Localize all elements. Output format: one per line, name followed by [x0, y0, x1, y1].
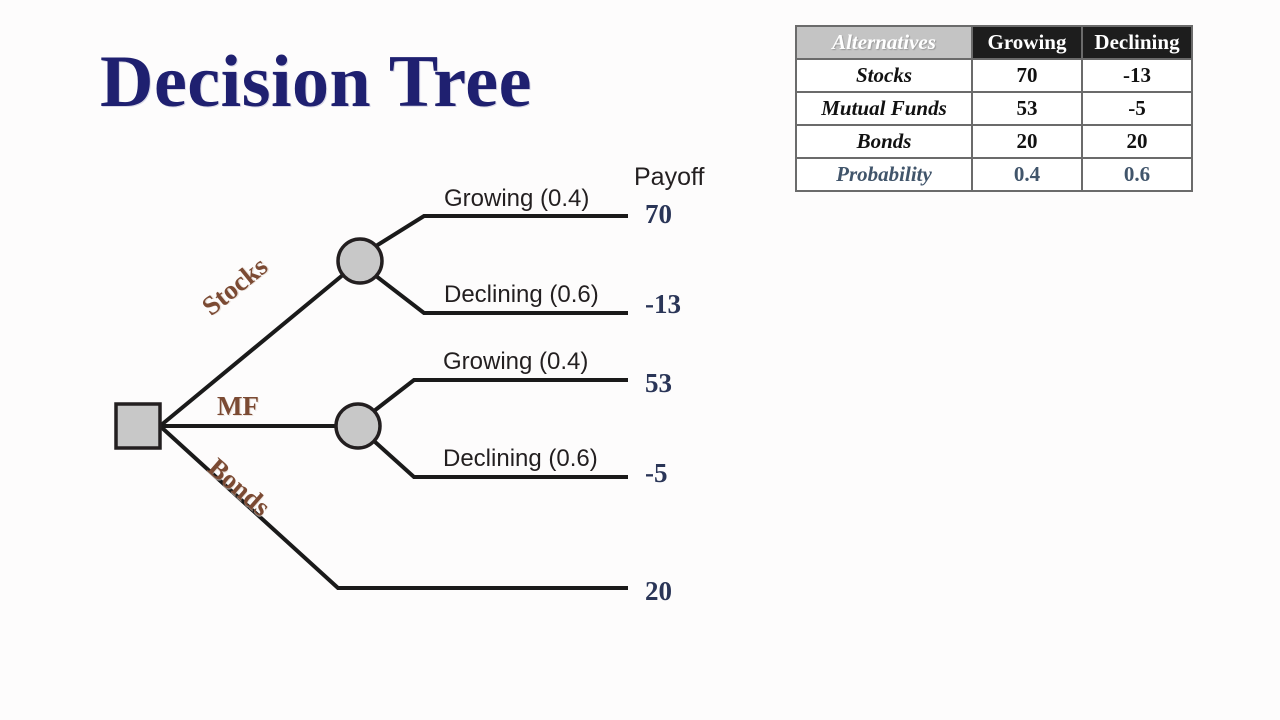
table-row: Bonds 20 20	[795, 124, 1193, 159]
table-cell-alternative: Bonds	[795, 124, 973, 159]
payoff-value-stocks-declining: -13	[645, 289, 681, 319]
outcome-label-stocks-growing: Growing (0.4)	[444, 185, 590, 212]
decision-node[interactable]	[114, 402, 162, 450]
table-cell-growing: 53	[971, 91, 1083, 126]
branch-line-stocks	[158, 272, 346, 428]
payoff-value-mf-growing: 53	[645, 368, 672, 398]
outcome-label-mf-growing: Growing (0.4)	[443, 348, 589, 375]
table-cell-growing: 20	[971, 124, 1083, 159]
payoff-column-header: Payoff	[634, 163, 705, 191]
payoff-value-bonds: 20	[645, 576, 672, 606]
branch-label-mf: MF	[217, 391, 259, 421]
table-cell-alternative: Mutual Funds	[795, 91, 973, 126]
table-cell-declining: 20	[1081, 124, 1193, 159]
table-header-declining: Declining	[1081, 25, 1193, 60]
branch-line-stocks-declining	[374, 274, 628, 315]
table-cell-growing: 70	[971, 58, 1083, 93]
outcome-label-mf-declining: Declining (0.6)	[443, 445, 598, 472]
chance-node-stocks[interactable]	[336, 237, 384, 285]
payoff-value-mf-declining: -5	[645, 458, 668, 488]
outcome-label-stocks-declining: Declining (0.6)	[444, 281, 599, 308]
table-header-alternatives: Alternatives	[795, 25, 973, 60]
table-cell-alternative: Stocks	[795, 58, 973, 93]
branch-line-bonds	[158, 424, 628, 590]
table-header-row: Alternatives Growing Declining	[795, 25, 1193, 60]
table-row: Mutual Funds 53 -5	[795, 91, 1193, 126]
branch-line-mf-growing	[372, 378, 628, 413]
payoff-table: Alternatives Growing Declining Stocks 70…	[795, 25, 1193, 192]
branch-line-stocks-growing	[374, 214, 628, 248]
chance-node-mf[interactable]	[334, 402, 382, 450]
table-cell-growing: 0.4	[971, 157, 1083, 192]
table-header-growing: Growing	[971, 25, 1083, 60]
table-cell-declining: -13	[1081, 58, 1193, 93]
table-cell-declining: -5	[1081, 91, 1193, 126]
table-cell-alternative: Probability	[795, 157, 973, 192]
page-title: Decision Tree	[100, 41, 532, 123]
branch-line-mf-declining	[372, 439, 628, 479]
table-cell-declining: 0.6	[1081, 157, 1193, 192]
table-row-probability: Probability 0.4 0.6	[795, 157, 1193, 192]
table-row: Stocks 70 -13	[795, 58, 1193, 93]
payoff-value-stocks-growing: 70	[645, 199, 672, 229]
